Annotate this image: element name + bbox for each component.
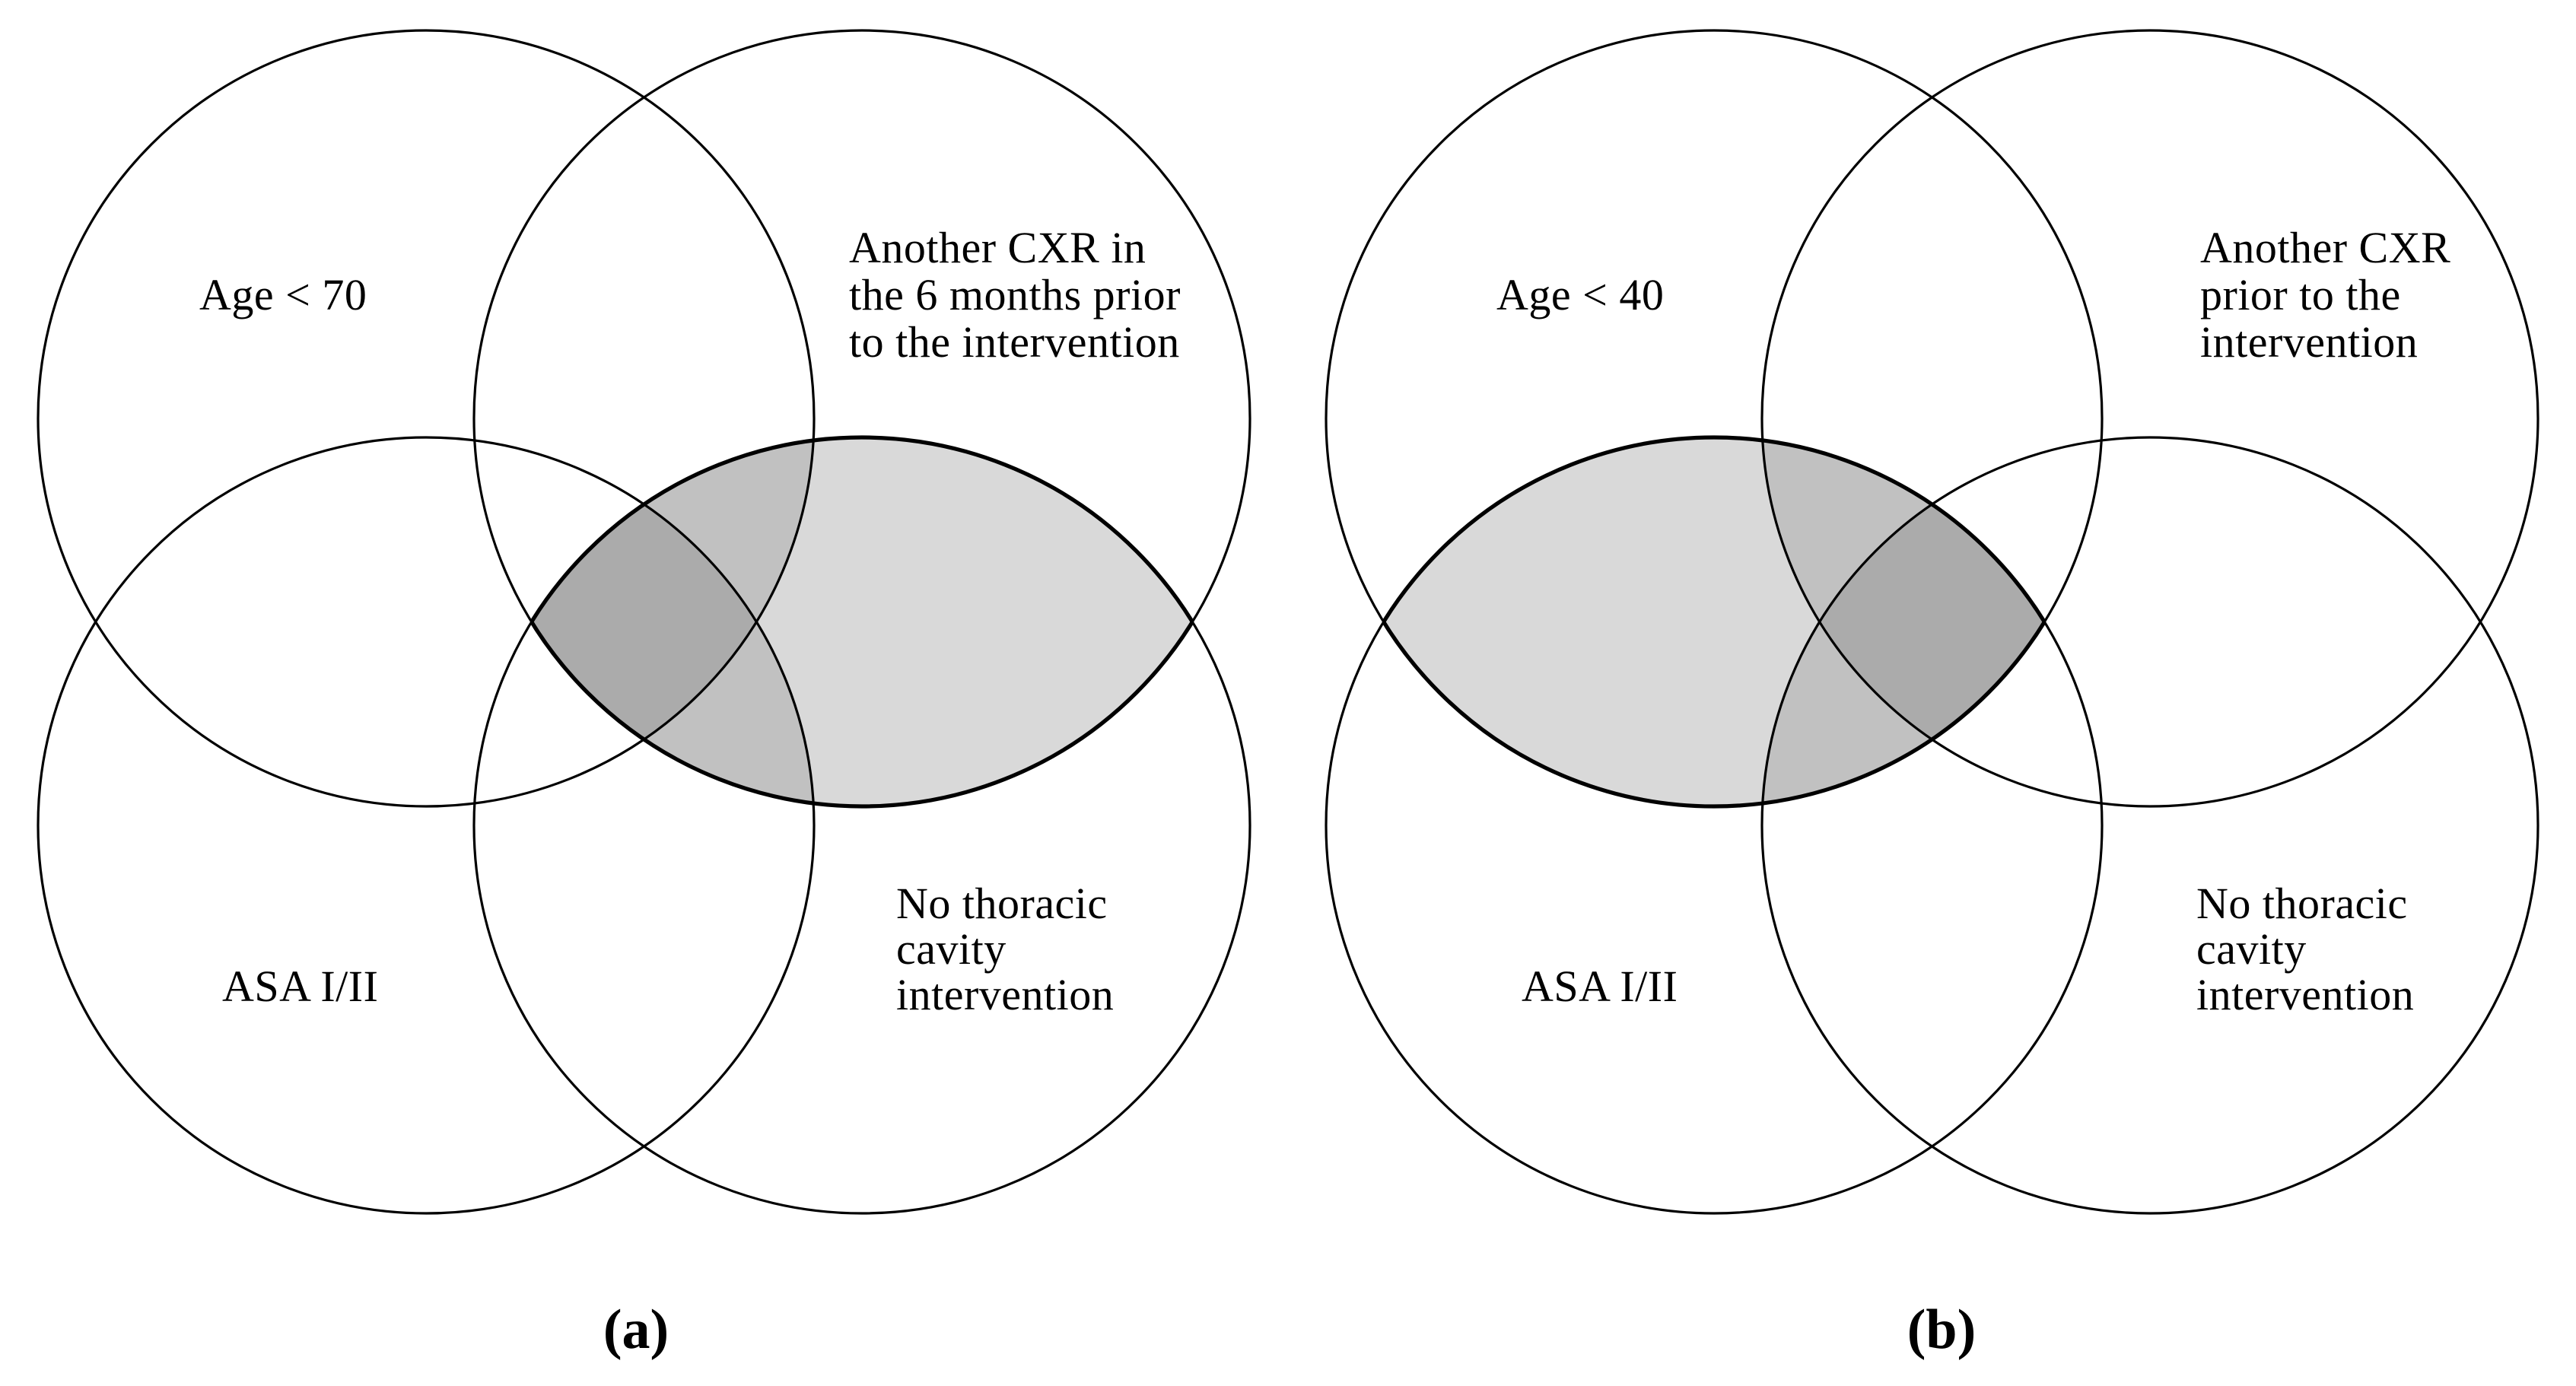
circle-another-cxr <box>472 29 1251 808</box>
shade-overlay-age <box>474 437 814 806</box>
circle-age-40 <box>1325 29 2104 808</box>
circle-another-cxr <box>1760 29 2539 808</box>
caption-b: (b) <box>1907 1299 1976 1361</box>
label-another-cxr: Another CXR prior to the intervention <box>2200 223 2462 367</box>
circle-age-70 <box>37 29 816 808</box>
label-asa: ASA I/II <box>222 962 378 1011</box>
label-age-40: Age < 40 <box>1496 270 1664 319</box>
caption-a: (a) <box>603 1299 669 1361</box>
label-asa: ASA I/II <box>1522 962 1678 1011</box>
circle-no-thoracic <box>472 436 1251 1215</box>
venn-diagram-b: Age < 40 Another CXR prior to the interv… <box>1325 29 2539 1361</box>
label-no-thoracic: No thoracic cavity intervention <box>896 879 1119 1019</box>
shade-overlay-cxr <box>1762 437 2102 806</box>
label-age-70: Age < 70 <box>199 270 367 319</box>
circle-asa <box>37 436 816 1215</box>
circle-no-thoracic <box>1760 436 2539 1215</box>
shade-overlay-no-thoracic <box>1762 437 2102 806</box>
circle-asa <box>1325 436 2104 1215</box>
shaded-intersection-b <box>1326 435 2102 809</box>
label-another-cxr: Another CXR in the 6 months prior to the… <box>849 223 1192 367</box>
shaded-intersection-a <box>474 435 1250 809</box>
label-no-thoracic: No thoracic cavity intervention <box>2196 879 2419 1019</box>
shade-overlay-asa <box>474 437 814 806</box>
venn-diagram-a: Age < 70 Another CXR in the 6 months pri… <box>37 29 1251 1361</box>
